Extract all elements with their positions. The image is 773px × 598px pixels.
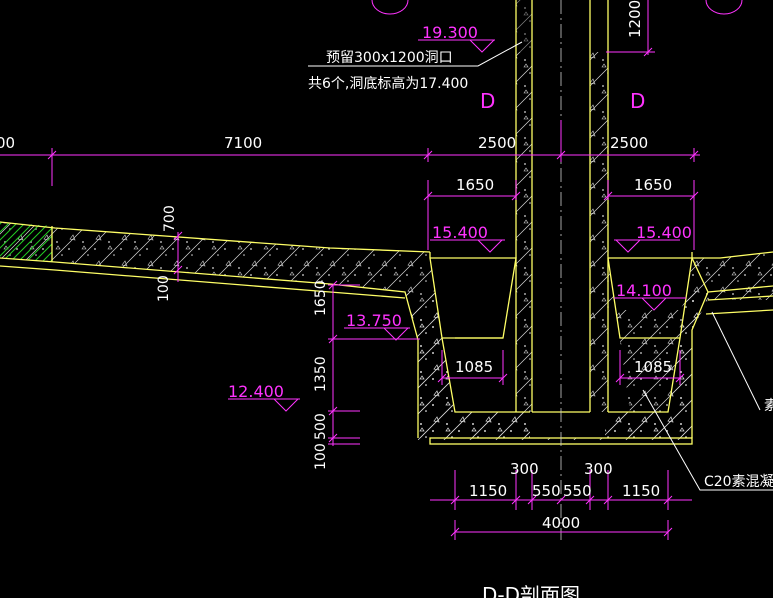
elev-13750: 13.750: [346, 311, 402, 330]
trench-body: [405, 258, 708, 440]
section-title: D-D剖面图: [482, 583, 580, 598]
dim-1150-right: 1150: [622, 482, 660, 500]
dim-550-left: 550: [532, 482, 561, 500]
dim-550-right: 550: [563, 482, 592, 500]
elev-marker-19300: [418, 39, 495, 53]
dim-1350-vert: 1350: [313, 356, 329, 392]
cut-off-note: 素: [764, 398, 773, 414]
dim-700: 700: [162, 205, 178, 232]
shaft-wall-right: [590, 52, 608, 412]
opening-note-line2: 共6个,洞底标高为17.400: [308, 75, 468, 92]
elev-15400-left: 15.400: [432, 223, 488, 242]
dim-100-upper: 100: [156, 275, 172, 302]
right-slab: [692, 252, 773, 330]
dim-300-right: 300: [584, 460, 613, 478]
dim-4000: 4000: [542, 514, 580, 532]
section-mark-d-left: D: [480, 89, 495, 113]
dim-1085-right: 1085: [634, 358, 672, 376]
shaft-wall-left-outer: [516, 0, 532, 52]
elev-15400-right: 15.400: [636, 223, 692, 242]
opening-note-line1: 预留300x1200洞口: [326, 50, 453, 66]
leader-lines: [308, 41, 773, 491]
dim-500-vert: 500: [313, 413, 329, 440]
dim-1650-vert: 1650: [313, 280, 329, 316]
concrete-structure: [0, 0, 773, 440]
elev-marker-14100: [614, 297, 686, 311]
dim-7100: 7100: [224, 134, 262, 152]
dim-1085-left: 1085: [455, 358, 493, 376]
section-mark-d-right: D: [630, 89, 645, 113]
concrete-note: C20素混凝土: [704, 474, 773, 490]
dim-top-left-cut: 00: [0, 134, 15, 152]
dim-2500-right: 2500: [610, 134, 648, 152]
section-circles: [371, 0, 743, 15]
trench-right-wall: [608, 252, 708, 438]
dim-1650-left: 1650: [456, 176, 494, 194]
elev-marker-15400-left: [430, 239, 505, 253]
dim-1150-left: 1150: [469, 482, 507, 500]
elev-12400: 12.400: [228, 382, 284, 401]
dim-1650-right: 1650: [634, 176, 672, 194]
dimension-lines: [0, 0, 700, 540]
elev-19300: 19.300: [422, 23, 478, 42]
dim-1200: 1200: [626, 0, 644, 38]
trench-left-wall: [405, 252, 530, 438]
elev-marker-15400-right: [614, 239, 680, 253]
elev-14100: 14.100: [616, 281, 672, 300]
elevation-markers: [228, 39, 686, 412]
sloped-slab: [0, 222, 430, 292]
dim-2500-left: 2500: [478, 134, 516, 152]
elev-marker-13750: [344, 327, 410, 341]
green-hatch-zone: [0, 222, 52, 262]
dim-300-left: 300: [510, 460, 539, 478]
shaft-wall-left: [516, 52, 532, 412]
dim-100-lower: 100: [313, 443, 329, 470]
elev-marker-12400: [228, 398, 300, 412]
